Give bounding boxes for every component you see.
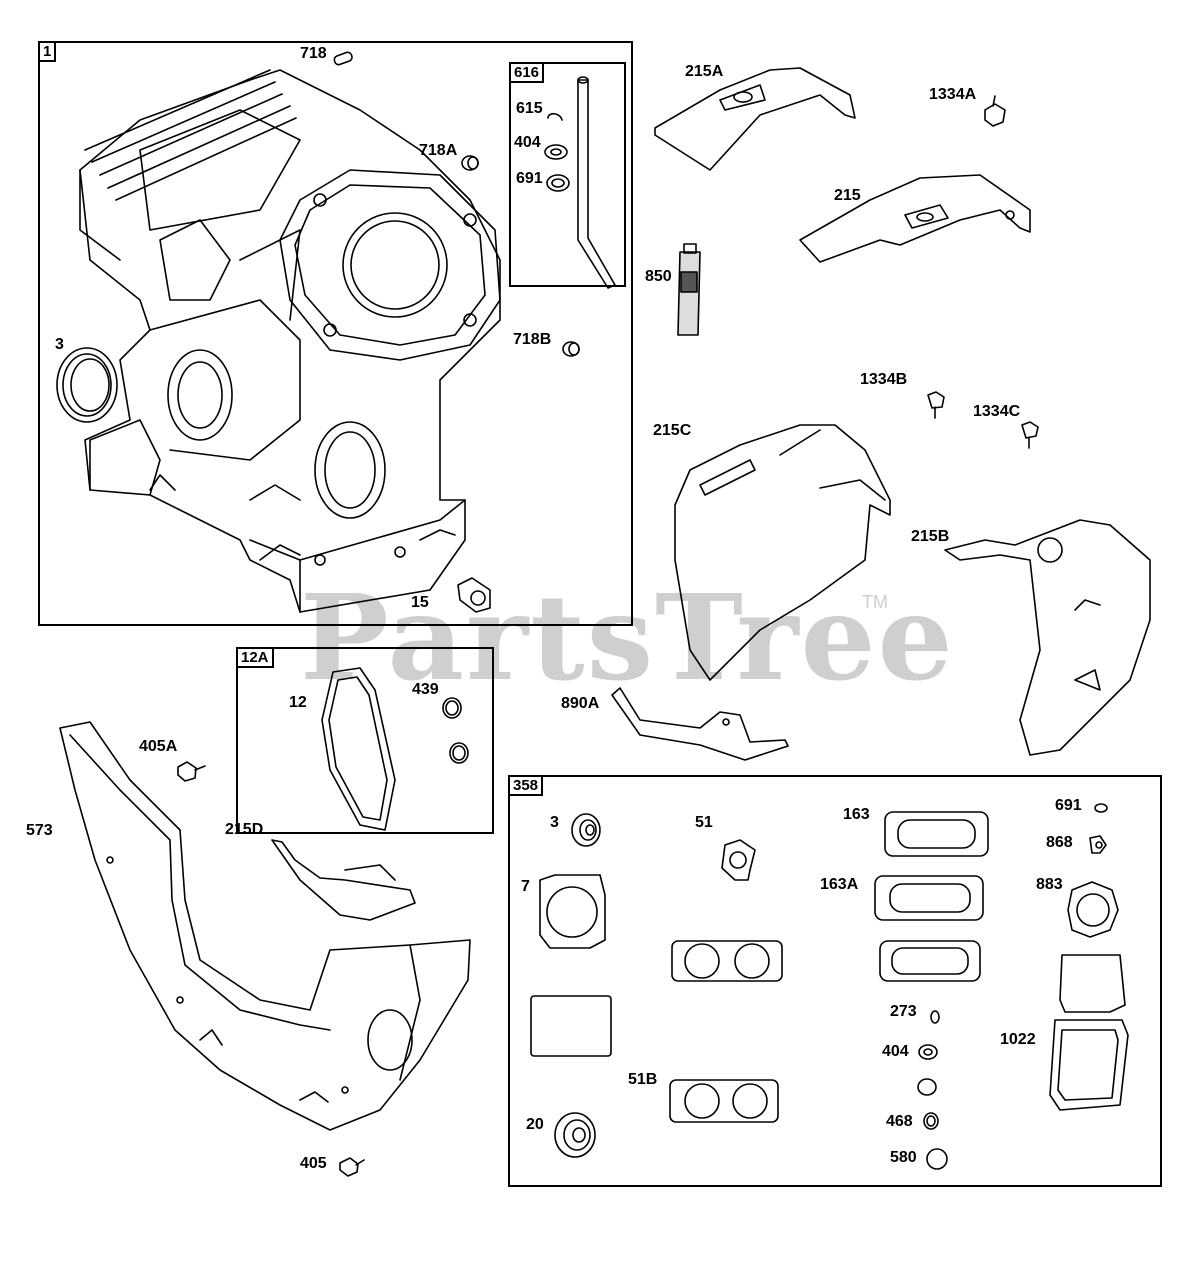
bolt-1334c-drawing [1021, 421, 1039, 449]
watermark: PartsTree [300, 568, 955, 707]
kit-gasket-cover-drawing [1059, 954, 1126, 1013]
sealant-850-drawing [677, 243, 701, 336]
shield-215a-drawing [654, 67, 856, 171]
callout-405[interactable]: 405 [300, 1155, 327, 1172]
gasket-12-drawing [321, 667, 396, 831]
bracket-890a-drawing [611, 687, 789, 761]
kit-gasket-163b-drawing [879, 940, 981, 982]
callout-15[interactable]: 15 [411, 594, 429, 611]
callout-615[interactable]: 615 [516, 100, 543, 117]
callout-12[interactable]: 12 [289, 694, 307, 711]
group-box-358: 358 [508, 775, 1162, 1187]
kit-gasket-1022-drawing [1049, 1019, 1129, 1111]
callout-404[interactable]: 404 [514, 134, 541, 151]
kit-callout-580[interactable]: 580 [890, 1149, 917, 1166]
shield-215c-drawing [674, 424, 891, 681]
bolt-1334b-drawing [927, 391, 945, 419]
kit-callout-3[interactable]: 3 [550, 814, 559, 831]
kit-oring-691-drawing [1094, 803, 1108, 813]
callout-1334b[interactable]: 1334B [860, 371, 908, 388]
kit-seal-3-drawing [571, 813, 601, 847]
watermark-trademark: TM [862, 592, 888, 612]
plug-15-drawing [457, 577, 491, 613]
housing-573-drawing [59, 721, 471, 1131]
callout-405a[interactable]: 405A [139, 738, 178, 755]
callout-215c[interactable]: 215C [653, 422, 692, 439]
callout-1334c[interactable]: 1334C [973, 403, 1021, 420]
kit-gasket-51b-drawing [669, 1079, 779, 1123]
bolt-1334a-drawing [984, 95, 1006, 127]
kit-oring-580-drawing [926, 1148, 948, 1170]
callout-718[interactable]: 718 [300, 45, 327, 62]
callout-1334a[interactable]: 1334A [929, 86, 977, 103]
kit-callout-163a[interactable]: 163A [820, 876, 859, 893]
callout-573[interactable]: 573 [26, 822, 53, 839]
kit-callout-273[interactable]: 273 [890, 1003, 917, 1020]
group-label-1: 1 [38, 41, 57, 62]
engine-block-drawing [79, 69, 501, 613]
kit-gasket-883-drawing [1067, 881, 1119, 938]
bolt-405-drawing [339, 1157, 365, 1177]
dowel-718-drawing [333, 51, 353, 66]
kit-868-drawing [1089, 835, 1107, 854]
kit-callout-404[interactable]: 404 [882, 1043, 909, 1060]
group-label-12a: 12A [236, 647, 274, 668]
callout-439[interactable]: 439 [412, 681, 439, 698]
seal-3-drawing [56, 347, 118, 423]
bolt-405a-drawing [177, 761, 206, 782]
callout-691[interactable]: 691 [516, 170, 543, 187]
kit-gasket-intake-drawing [671, 940, 783, 982]
kit-gasket-163a-drawing [874, 875, 984, 921]
callout-215[interactable]: 215 [834, 187, 861, 204]
bushing-718b-drawing [562, 341, 580, 357]
group-box-616: 616 [509, 62, 626, 287]
callout-215d[interactable]: 215D [225, 821, 264, 838]
kit-callout-1022[interactable]: 1022 [1000, 1031, 1036, 1048]
kit-callout-691[interactable]: 691 [1055, 797, 1082, 814]
kit-callout-468[interactable]: 468 [886, 1113, 913, 1130]
kit-callout-51[interactable]: 51 [695, 814, 713, 831]
oring-439-drawing [442, 697, 469, 764]
callout-890a[interactable]: 890A [561, 695, 600, 712]
kit-callout-20[interactable]: 20 [526, 1116, 544, 1133]
group-box-1: 1 [38, 41, 633, 626]
kit-callout-868[interactable]: 868 [1046, 834, 1073, 851]
bushing-718a-drawing [461, 155, 479, 171]
kit-callout-163[interactable]: 163 [843, 806, 870, 823]
bracket-215d-drawing [271, 839, 416, 921]
kit-seal-20-drawing [554, 1112, 596, 1158]
kit-callout-7[interactable]: 7 [521, 878, 530, 895]
kit-oring-273-drawing [930, 1010, 940, 1024]
shield-215-drawing [799, 174, 1031, 263]
group-label-616: 616 [509, 62, 545, 83]
kit-gasket-163-drawing [884, 811, 989, 857]
callout-3[interactable]: 3 [55, 336, 64, 353]
shield-215b-drawing [944, 519, 1151, 756]
kit-callout-883[interactable]: 883 [1036, 876, 1063, 893]
kit-callout-51b[interactable]: 51B [628, 1071, 658, 1088]
callout-718b[interactable]: 718B [513, 331, 552, 348]
kit-oring-dash-drawing [917, 1078, 937, 1096]
group-label-358: 358 [508, 775, 544, 796]
callout-215a[interactable]: 215A [685, 63, 724, 80]
callout-850[interactable]: 850 [645, 268, 672, 285]
kit-seal-404-drawing [918, 1044, 938, 1060]
kit-gasket-square-drawing [530, 995, 612, 1057]
callout-215b[interactable]: 215B [911, 528, 950, 545]
kit-oring-468-drawing [923, 1112, 939, 1130]
kit-gasket-7-drawing [539, 874, 606, 949]
group-box-12a: 12A [236, 647, 494, 834]
callout-718a[interactable]: 718A [419, 142, 458, 159]
kit-gasket-51-drawing [721, 839, 756, 881]
